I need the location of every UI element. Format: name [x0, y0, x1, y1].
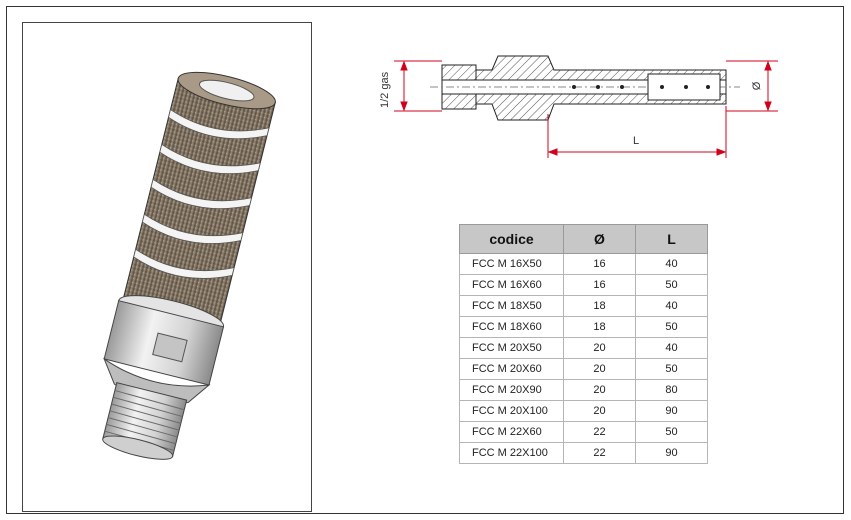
cell-length: 40	[635, 295, 708, 317]
cell-length: 50	[635, 421, 708, 443]
cell-diameter: 18	[563, 316, 636, 338]
cell-length: 50	[635, 316, 708, 338]
cell-diameter: 18	[563, 295, 636, 317]
product-illustration	[102, 71, 276, 460]
cell-code: FCC M 20X50	[459, 337, 564, 359]
product-image-panel	[22, 22, 312, 512]
cell-diameter: 20	[563, 400, 636, 422]
cell-diameter: 20	[563, 358, 636, 380]
cell-code: FCC M 22X60	[459, 421, 564, 443]
cell-code: FCC M 18X50	[459, 295, 564, 317]
cell-code: FCC M 16X60	[459, 274, 564, 296]
cell-diameter: 22	[563, 421, 636, 443]
cell-diameter: 16	[563, 274, 636, 296]
cell-diameter: 20	[563, 379, 636, 401]
cell-diameter: 22	[563, 442, 636, 464]
cell-length: 90	[635, 400, 708, 422]
diameter-label: Ø	[751, 81, 763, 90]
cell-diameter: 16	[563, 253, 636, 275]
cell-length: 90	[635, 442, 708, 464]
cell-length: 80	[635, 379, 708, 401]
cell-code: FCC M 20X60	[459, 358, 564, 380]
header-codice: codice	[459, 224, 564, 254]
cell-length: 40	[635, 253, 708, 275]
cell-code: FCC M 22X100	[459, 442, 564, 464]
cell-code: FCC M 16X50	[459, 253, 564, 275]
cell-length: 40	[635, 337, 708, 359]
cell-diameter: 20	[563, 337, 636, 359]
table-header-row: codice Ø L	[459, 224, 708, 254]
technical-drawing: 1/2 gas Ø L	[379, 55, 778, 158]
cell-code: FCC M 18X60	[459, 316, 564, 338]
cell-code: FCC M 20X90	[459, 379, 564, 401]
header-diameter: Ø	[563, 224, 636, 254]
cell-code: FCC M 20X100	[459, 400, 564, 422]
cell-length: 50	[635, 274, 708, 296]
cell-length: 50	[635, 358, 708, 380]
length-label: L	[633, 135, 639, 147]
header-length: L	[635, 224, 708, 254]
gas-size-label: 1/2 gas	[379, 71, 391, 108]
